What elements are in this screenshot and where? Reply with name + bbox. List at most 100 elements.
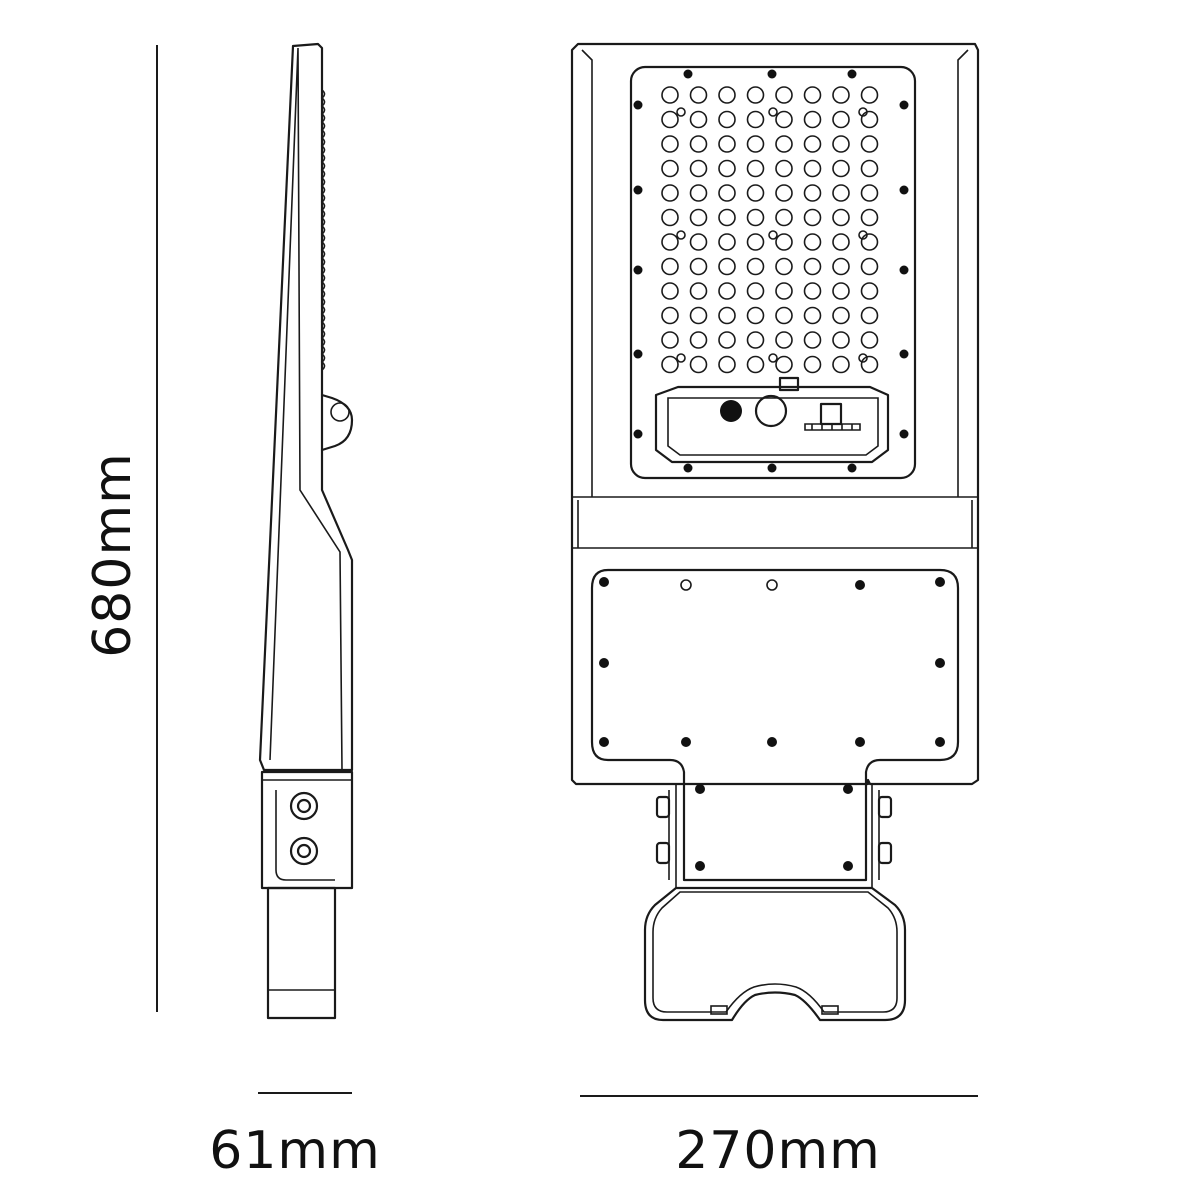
led-lens [775, 110, 793, 129]
panel-screw-ring [676, 230, 686, 240]
led-lens [860, 257, 879, 276]
led-lens [775, 135, 793, 153]
led-lens [775, 355, 793, 374]
led-lens [689, 355, 708, 374]
plate-hole [681, 737, 691, 747]
led-lens [746, 257, 765, 276]
led-lens [718, 135, 736, 153]
led-lens [689, 331, 708, 349]
sensor-lens-icon [754, 394, 788, 428]
plate-hole [599, 737, 609, 747]
led-lens [775, 257, 793, 276]
width-dimension-label: 270mm [675, 1121, 881, 1181]
side-led-profile [320, 89, 326, 371]
led-lens [689, 306, 708, 325]
led-lens [860, 86, 879, 104]
led-lens [860, 331, 879, 349]
dimension-lines [156, 45, 978, 1097]
led-lens [746, 86, 765, 104]
panel-screw [683, 463, 693, 473]
plate-hole [855, 580, 865, 590]
panel-screw-ring [858, 107, 868, 117]
driver-tab [778, 376, 800, 392]
led-lens [832, 208, 850, 227]
height-dimension-label: 680mm [83, 452, 143, 658]
side-sensor-lens [330, 402, 350, 422]
led-lens [803, 355, 822, 374]
led-lens [661, 184, 679, 202]
led-lens [746, 110, 765, 129]
led-lens [803, 331, 822, 349]
panel-screw-ring [858, 353, 868, 363]
panel-screw [633, 100, 643, 110]
led-lens [832, 233, 850, 251]
led-lens [746, 306, 765, 325]
led-lens [661, 135, 679, 153]
led-lens [832, 306, 850, 325]
led-lens [803, 184, 822, 202]
led-lens [661, 331, 679, 349]
led-lens [832, 159, 850, 178]
led-lens [689, 208, 708, 227]
led-lens [718, 208, 736, 227]
led-lens [718, 86, 736, 104]
led-lens [661, 282, 679, 300]
led-lens [661, 355, 679, 374]
led-lens [718, 282, 736, 300]
led-lens [860, 135, 879, 153]
led-lens [832, 257, 850, 276]
led-lens [746, 282, 765, 300]
panel-screw-ring [676, 107, 686, 117]
led-lens [803, 257, 822, 276]
led-lens [775, 306, 793, 325]
led-lens [803, 86, 822, 104]
led-grid [661, 86, 879, 374]
plate-hole-ring [766, 579, 778, 591]
panel-screw [683, 69, 693, 79]
led-lens [689, 135, 708, 153]
depth-dimension-label: 61mm [209, 1121, 380, 1181]
plate-hole [695, 861, 705, 871]
led-lens [689, 282, 708, 300]
led-lens [775, 331, 793, 349]
pole-bracket [643, 886, 907, 1022]
led-lens [803, 233, 822, 251]
led-lens [860, 110, 879, 129]
panel-screw [899, 265, 909, 275]
led-lens [803, 110, 822, 129]
driver-compartment [654, 385, 890, 464]
led-lens [832, 355, 850, 374]
panel-screw [767, 69, 777, 79]
panel-screw [899, 429, 909, 439]
led-lens [803, 135, 822, 153]
led-lens [860, 306, 879, 325]
led-lens [832, 331, 850, 349]
led-lens [860, 355, 879, 374]
led-lens [661, 208, 679, 227]
plate-hole-ring [680, 579, 692, 591]
plate-hole [843, 861, 853, 871]
led-lens [832, 282, 850, 300]
led-lens [832, 135, 850, 153]
led-lens [832, 86, 850, 104]
led-lens [803, 159, 822, 178]
led-lens [689, 159, 708, 178]
led-panel [629, 65, 917, 480]
panel-screw-ring [768, 230, 778, 240]
led-lens [860, 282, 879, 300]
panel-screw [899, 349, 909, 359]
led-lens [832, 184, 850, 202]
led-lens [746, 184, 765, 202]
side-bolt-top [289, 791, 319, 821]
front-housing-outline [570, 42, 980, 786]
led-lens [860, 184, 879, 202]
led-lens [689, 184, 708, 202]
connector-icon [819, 402, 843, 426]
led-lens [718, 331, 736, 349]
panel-screw [633, 429, 643, 439]
led-lens [803, 306, 822, 325]
led-lens [661, 86, 679, 104]
front-view [570, 42, 980, 1022]
led-lens [832, 110, 850, 129]
